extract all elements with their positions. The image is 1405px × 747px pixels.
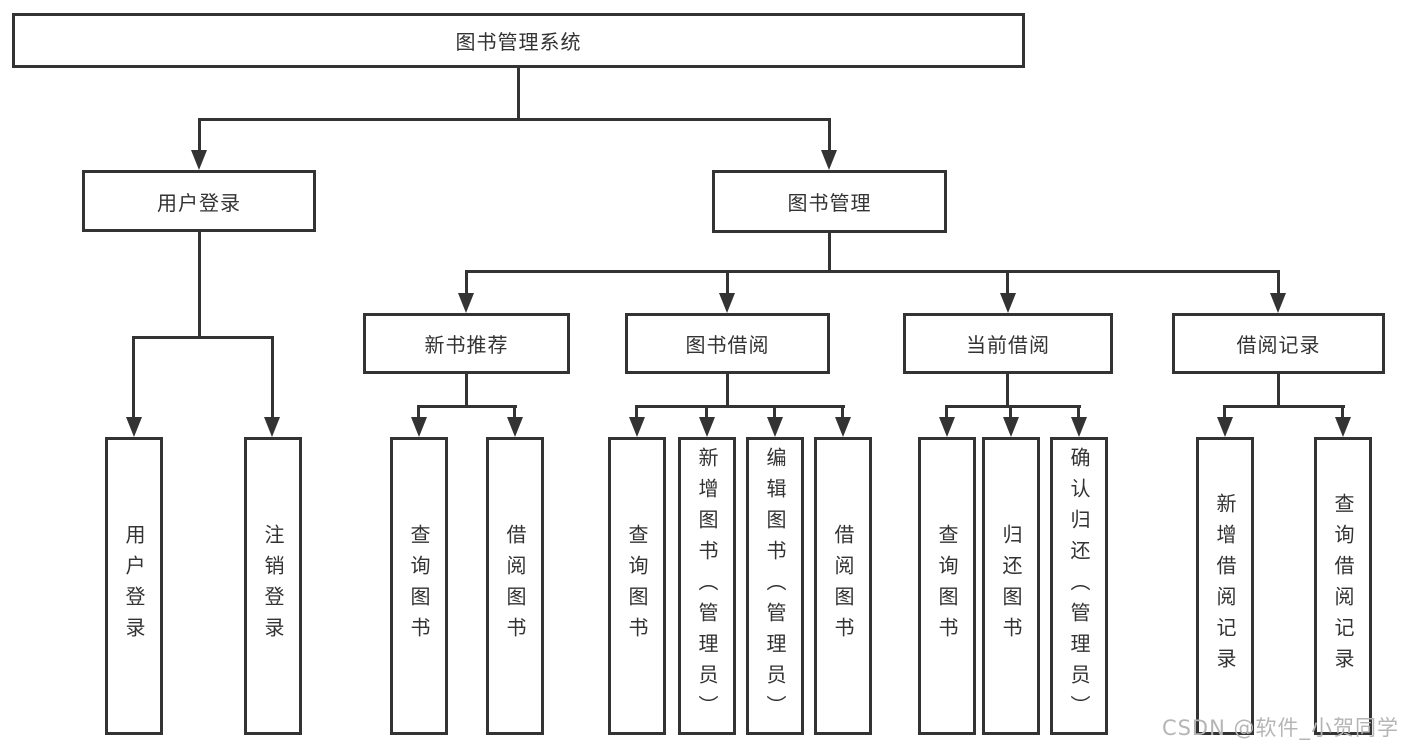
arrow-into-leaf-login	[126, 417, 142, 437]
leaf-logout: 注销登录	[244, 437, 302, 735]
leaf-bb-query-books-label: 查询图书	[625, 524, 649, 648]
connector-user-login-stem	[198, 231, 201, 338]
arrow-into-borrow-records	[1270, 293, 1286, 313]
node-user-login: 用户登录	[82, 170, 316, 232]
leaf-br-add-record-label: 新增借阅记录	[1213, 493, 1237, 679]
leaf-user-login-label: 用户登录	[122, 524, 146, 648]
connector-level2-splitter	[198, 118, 831, 121]
node-root-label: 图书管理系统	[455, 30, 582, 54]
node-new-book-rec-label: 新书推荐	[424, 333, 509, 357]
connector-drop-cb-confirm	[1077, 408, 1080, 419]
connector-current-borrow-splitter	[945, 405, 1081, 408]
connector-drop-nb-borrow	[513, 408, 516, 419]
connector-drop-bb-add	[705, 408, 708, 419]
leaf-bb-edit-books-admin: 编辑图书（管理员）	[746, 437, 804, 735]
connector-borrow-records-stem	[1277, 373, 1280, 407]
connector-new-book-splitter	[417, 405, 517, 408]
connector-drop-book-mgmt	[828, 121, 831, 152]
arrow-into-current-borrow	[1000, 293, 1016, 313]
connector-root-stem	[517, 68, 520, 120]
node-book-borrow: 图书借阅	[625, 313, 830, 374]
node-borrow-records: 借阅记录	[1172, 313, 1385, 374]
arrow-into-bb-borrow	[835, 417, 851, 437]
node-root: 图书管理系统	[12, 13, 1025, 68]
node-book-mgmt: 图书管理	[712, 170, 947, 233]
arrow-into-bb-add	[699, 417, 715, 437]
arrow-into-br-query	[1335, 417, 1351, 437]
connector-borrow-records-splitter	[1223, 405, 1345, 408]
connector-drop-leaf-login	[132, 339, 135, 419]
leaf-user-login: 用户登录	[105, 437, 163, 735]
connector-new-book-stem	[465, 373, 468, 407]
arrow-into-br-add	[1217, 417, 1233, 437]
connector-book-borrow-splitter	[635, 405, 845, 408]
connector-drop-current-borrow	[1006, 273, 1009, 295]
leaf-br-query-record: 查询借阅记录	[1314, 437, 1372, 735]
leaf-cb-return-books: 归还图书	[982, 437, 1040, 735]
connector-drop-cb-query	[945, 408, 948, 419]
leaf-cb-query-books: 查询图书	[918, 437, 976, 735]
connector-drop-bb-edit	[773, 408, 776, 419]
node-user-login-label: 用户登录	[157, 190, 241, 215]
node-current-borrow: 当前借阅	[903, 313, 1113, 374]
connector-drop-bb-query	[635, 408, 638, 419]
connector-user-login-splitter	[132, 336, 274, 339]
arrow-into-cb-query	[939, 417, 955, 437]
connector-book-borrow-stem	[726, 373, 729, 407]
leaf-bb-add-books-admin-label: 新增图书（管理员）	[695, 446, 719, 726]
connector-drop-new-book	[465, 273, 468, 295]
csdn-watermark: CSDN @软件_小贺同学	[1161, 716, 1399, 740]
arrow-into-leaf-logout	[264, 417, 280, 437]
connector-drop-br-add	[1223, 408, 1226, 419]
leaf-cb-confirm-return-admin: 确认归还（管理员）	[1050, 437, 1108, 735]
leaf-bb-add-books-admin: 新增图书（管理员）	[678, 437, 736, 735]
node-borrow-records-label: 借阅记录	[1236, 333, 1321, 357]
connector-current-borrow-stem	[1006, 373, 1009, 407]
leaf-nb-borrow-books: 借阅图书	[486, 437, 544, 735]
connector-drop-br-query	[1341, 408, 1344, 419]
connector-drop-leaf-logout	[271, 339, 274, 419]
leaf-br-add-record: 新增借阅记录	[1196, 437, 1254, 735]
arrow-into-cb-return	[1003, 417, 1019, 437]
leaf-nb-query-books-label: 查询图书	[407, 524, 431, 648]
connector-level3-splitter	[465, 270, 1280, 273]
leaf-logout-label: 注销登录	[261, 524, 285, 648]
leaf-bb-borrow-books: 借阅图书	[814, 437, 872, 735]
leaf-cb-confirm-return-admin-label: 确认归还（管理员）	[1067, 446, 1091, 726]
connector-book-mgmt-stem	[828, 233, 831, 272]
leaf-br-query-record-label: 查询借阅记录	[1331, 493, 1355, 679]
connector-drop-bb-borrow	[841, 408, 844, 419]
arrow-into-user-login	[191, 150, 207, 170]
arrow-into-bb-edit	[767, 417, 783, 437]
leaf-bb-edit-books-admin-label: 编辑图书（管理员）	[763, 446, 787, 726]
node-book-borrow-label: 图书借阅	[685, 333, 770, 357]
arrow-into-nb-query	[411, 417, 427, 437]
connector-drop-book-borrow	[726, 273, 729, 295]
leaf-nb-borrow-books-label: 借阅图书	[503, 524, 527, 648]
node-new-book-rec: 新书推荐	[363, 313, 570, 374]
leaf-bb-borrow-books-label: 借阅图书	[831, 524, 855, 648]
arrow-into-new-book	[458, 293, 474, 313]
arrow-into-book-mgmt	[821, 150, 837, 170]
connector-drop-borrow-records	[1277, 273, 1280, 295]
leaf-cb-query-books-label: 查询图书	[935, 524, 959, 648]
node-book-mgmt-label: 图书管理	[787, 191, 872, 215]
connector-drop-nb-query	[417, 408, 420, 419]
leaf-cb-return-books-label: 归还图书	[999, 524, 1023, 648]
connector-drop-user-login	[198, 121, 201, 152]
leaf-bb-query-books: 查询图书	[608, 437, 666, 735]
arrow-into-book-borrow	[719, 293, 735, 313]
leaf-nb-query-books: 查询图书	[390, 437, 448, 735]
connector-drop-cb-return	[1009, 408, 1012, 419]
node-current-borrow-label: 当前借阅	[966, 333, 1050, 357]
arrow-into-cb-confirm	[1071, 417, 1087, 437]
arrow-into-bb-query	[629, 417, 645, 437]
arrow-into-nb-borrow	[507, 417, 523, 437]
